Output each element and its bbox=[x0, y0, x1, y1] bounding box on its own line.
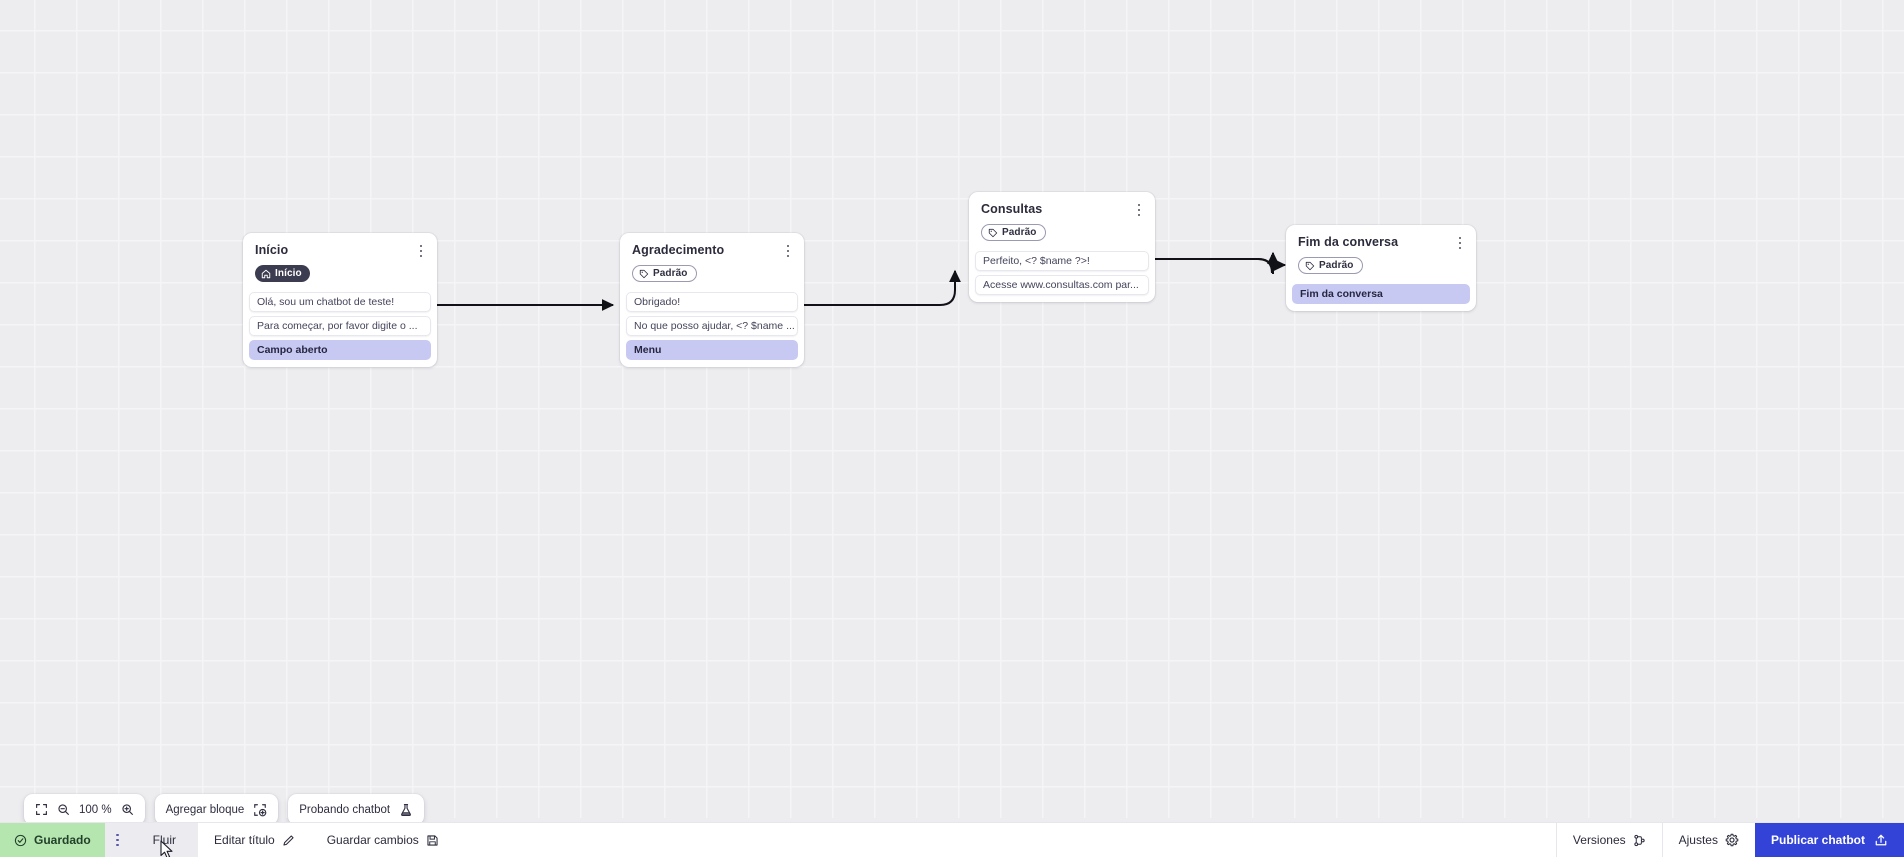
status-divider bbox=[1661, 823, 1663, 857]
pencil-icon bbox=[283, 834, 294, 846]
zoom-in-icon[interactable] bbox=[121, 803, 134, 816]
upload-icon bbox=[1875, 834, 1887, 846]
status-bar: Guardado Fluir Editar título Guardar cam… bbox=[0, 822, 1904, 857]
node-menu-button[interactable] bbox=[414, 243, 428, 259]
node-badge-padrao[interactable]: Padrão bbox=[632, 265, 697, 282]
zoom-out-icon[interactable] bbox=[57, 803, 70, 816]
node-fields: Perfeito, <? $name ?>! Acesse www.consul… bbox=[969, 250, 1155, 295]
node-header: Fim da conversa bbox=[1286, 225, 1476, 250]
node-field-accent[interactable]: Campo aberto bbox=[249, 339, 431, 360]
add-block-icon bbox=[253, 803, 267, 817]
test-chatbot-label: Probando chatbot bbox=[299, 803, 391, 816]
node-field[interactable]: Olá, sou um chatbot de teste! bbox=[249, 291, 431, 312]
edit-title-button[interactable]: Editar título bbox=[198, 823, 311, 857]
node-field[interactable]: Acesse www.consultas.com par... bbox=[975, 274, 1149, 295]
node-badge-padrao[interactable]: Padrão bbox=[981, 224, 1046, 241]
node-badge-row: Início bbox=[243, 258, 437, 292]
node-menu-button[interactable] bbox=[781, 243, 795, 259]
flow-node-consultas[interactable]: Consultas Padrão Perfeito, <? $name ?>! … bbox=[969, 192, 1155, 302]
node-title: Início bbox=[255, 243, 289, 257]
node-badge-row: Padrão bbox=[969, 217, 1155, 251]
flow-node-fim-da-conversa[interactable]: Fim da conversa Padrão Fim da conversa bbox=[1286, 225, 1476, 311]
edge-consultas-to-fim bbox=[1155, 251, 1279, 275]
node-header: Agradecimento bbox=[620, 233, 804, 258]
node-badge-row: Padrão bbox=[1286, 250, 1476, 284]
node-field[interactable]: Para começar, por favor digite o ... bbox=[249, 315, 431, 336]
tag-icon bbox=[639, 269, 649, 278]
node-title: Consultas bbox=[981, 202, 1043, 216]
test-chatbot-button[interactable]: Probando chatbot bbox=[288, 794, 425, 825]
save-changes-label: Guardar cambios bbox=[326, 833, 419, 847]
edge-consultas-to-fim-b bbox=[1155, 254, 1287, 274]
settings-button[interactable]: Ajustes bbox=[1663, 823, 1755, 857]
publish-chatbot-label: Publicar chatbot bbox=[1770, 833, 1865, 847]
node-badge-inicio[interactable]: Início bbox=[255, 265, 310, 282]
node-title: Fim da conversa bbox=[1298, 235, 1399, 249]
publish-chatbot-button[interactable]: Publicar chatbot bbox=[1754, 823, 1904, 857]
flask-icon bbox=[399, 803, 413, 817]
badge-label: Padrão bbox=[1002, 227, 1037, 238]
branch-icon bbox=[1633, 834, 1645, 846]
gear-icon bbox=[1725, 833, 1739, 847]
node-title: Agradecimento bbox=[632, 243, 725, 257]
fit-screen-icon[interactable] bbox=[35, 803, 48, 816]
node-field-accent[interactable]: Fim da conversa bbox=[1292, 283, 1470, 304]
edit-title-label: Editar título bbox=[214, 833, 275, 847]
versions-label: Versiones bbox=[1572, 833, 1626, 847]
status-menu-button[interactable] bbox=[104, 823, 131, 857]
home-icon bbox=[261, 269, 271, 278]
node-header: Consultas bbox=[969, 192, 1155, 217]
canvas-toolbar: 100 % Agregar bloque Probando chatbot bbox=[24, 794, 425, 825]
badge-label: Início bbox=[275, 268, 302, 279]
check-circle-icon bbox=[14, 834, 27, 846]
node-fields: Fim da conversa bbox=[1286, 283, 1476, 304]
node-fields: Olá, sou um chatbot de teste! Para começ… bbox=[243, 291, 437, 360]
zoom-level-label: 100 % bbox=[79, 803, 112, 816]
saved-status-label: Guardado bbox=[34, 833, 91, 847]
versions-button[interactable]: Versiones bbox=[1557, 823, 1662, 857]
tag-icon bbox=[988, 228, 998, 237]
node-badge-row: Padrão bbox=[620, 258, 804, 292]
node-fields: Obrigado! No que posso ajudar, <? $name … bbox=[620, 291, 804, 360]
add-block-button[interactable]: Agregar bloque bbox=[154, 794, 279, 825]
flow-node-agradecimento[interactable]: Agradecimento Padrão Obrigado! No que po… bbox=[620, 233, 804, 367]
connector-edges bbox=[437, 251, 1287, 311]
badge-label: Padrão bbox=[653, 268, 688, 279]
tab-flow-label: Fluir bbox=[152, 833, 177, 847]
node-field[interactable]: No que posso ajudar, <? $name ... bbox=[626, 315, 798, 336]
node-field[interactable]: Obrigado! bbox=[626, 291, 798, 312]
flow-canvas[interactable]: Início Início Olá, sou um chatbot de tes… bbox=[0, 0, 1904, 818]
add-block-label: Agregar bloque bbox=[165, 803, 245, 816]
node-menu-button[interactable] bbox=[1453, 235, 1467, 251]
tag-icon bbox=[1305, 261, 1315, 270]
node-field[interactable]: Perfeito, <? $name ?>! bbox=[975, 250, 1149, 271]
status-bar-spacer bbox=[455, 823, 1556, 857]
save-icon bbox=[427, 834, 438, 846]
node-field-accent[interactable]: Menu bbox=[626, 339, 798, 360]
status-divider bbox=[1555, 823, 1557, 857]
node-menu-button[interactable] bbox=[1132, 202, 1146, 218]
settings-label: Ajustes bbox=[1678, 833, 1718, 847]
flow-node-inicio[interactable]: Início Início Olá, sou um chatbot de tes… bbox=[243, 233, 437, 367]
saved-status-badge: Guardado bbox=[0, 823, 105, 857]
badge-label: Padrão bbox=[1319, 260, 1354, 271]
edge-agradecimento-to-consultas bbox=[803, 269, 961, 306]
tab-flow[interactable]: Fluir bbox=[130, 823, 199, 857]
save-changes-button[interactable]: Guardar cambios bbox=[311, 823, 455, 857]
node-badge-padrao[interactable]: Padrão bbox=[1298, 257, 1363, 274]
zoom-controls[interactable]: 100 % bbox=[24, 794, 145, 825]
node-header: Início bbox=[243, 233, 437, 258]
